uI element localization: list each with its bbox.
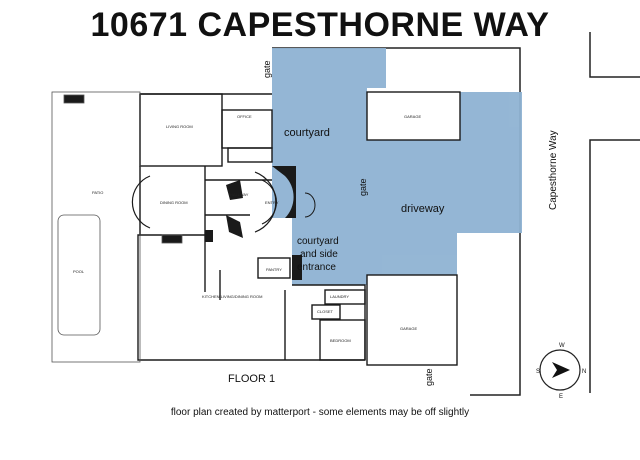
compass-w: W xyxy=(559,343,565,349)
floor-label: FLOOR 1 xyxy=(228,373,275,385)
pool-outline xyxy=(57,214,101,336)
courtyard-side-label-3: entrance xyxy=(297,262,336,273)
entry-rotunda xyxy=(205,166,316,280)
courtyard-zone-top-strip xyxy=(364,48,386,88)
garage-bottom-label: GARAGE xyxy=(400,326,417,331)
hallway-label: HALLWAY xyxy=(230,192,249,197)
compass-icon: N S W E xyxy=(536,343,586,400)
courtyard-side-label-1: courtyard xyxy=(297,236,339,247)
driveway-zone-upper xyxy=(460,92,522,140)
closet-label: CLOSET xyxy=(317,309,334,314)
entry-label: ENTRY xyxy=(265,200,279,205)
patio-label: PATIO xyxy=(92,190,103,195)
garage-top-label: GARAGE xyxy=(404,114,421,119)
pool-label: POOL xyxy=(73,269,85,274)
overlay-zones xyxy=(272,48,522,285)
gate-label-top: gate xyxy=(262,60,272,78)
office-label: OFFICE xyxy=(237,114,252,119)
driveway-label: driveway xyxy=(401,203,445,215)
gate-label-middle: gate xyxy=(358,178,368,196)
street-label: Capesthorne Way xyxy=(548,130,559,210)
compass-e: E xyxy=(559,394,563,400)
compass-s: S xyxy=(536,369,540,375)
property-address-title: 10671 CAPESTHORNE WAY xyxy=(90,6,550,44)
pantry-label: PANTRY xyxy=(266,267,282,272)
laundry-label: LAUNDRY xyxy=(330,294,349,299)
bedroom-label: BEDROOM xyxy=(330,338,351,343)
patio-outline xyxy=(51,91,183,363)
living-room-label: LIVING ROOM xyxy=(166,124,193,129)
dining-room-label: DINING ROOM xyxy=(160,200,188,205)
driveway-zone-lower xyxy=(367,233,457,275)
driveway-zone xyxy=(367,140,522,233)
courtyard-zone xyxy=(272,48,367,166)
courtyard-label: courtyard xyxy=(284,127,330,139)
courtyard-side-label-2: and side xyxy=(300,249,338,260)
kitchen-label: KITCHEN/LIVING/DINING ROOM xyxy=(202,294,262,299)
compass-n: N xyxy=(582,369,586,375)
courtyard-side-zone xyxy=(292,218,367,285)
plan-caption: floor plan created by matterport - some … xyxy=(170,407,470,418)
gate-label-bottom: gate xyxy=(424,368,434,386)
dining-bay xyxy=(131,175,151,229)
